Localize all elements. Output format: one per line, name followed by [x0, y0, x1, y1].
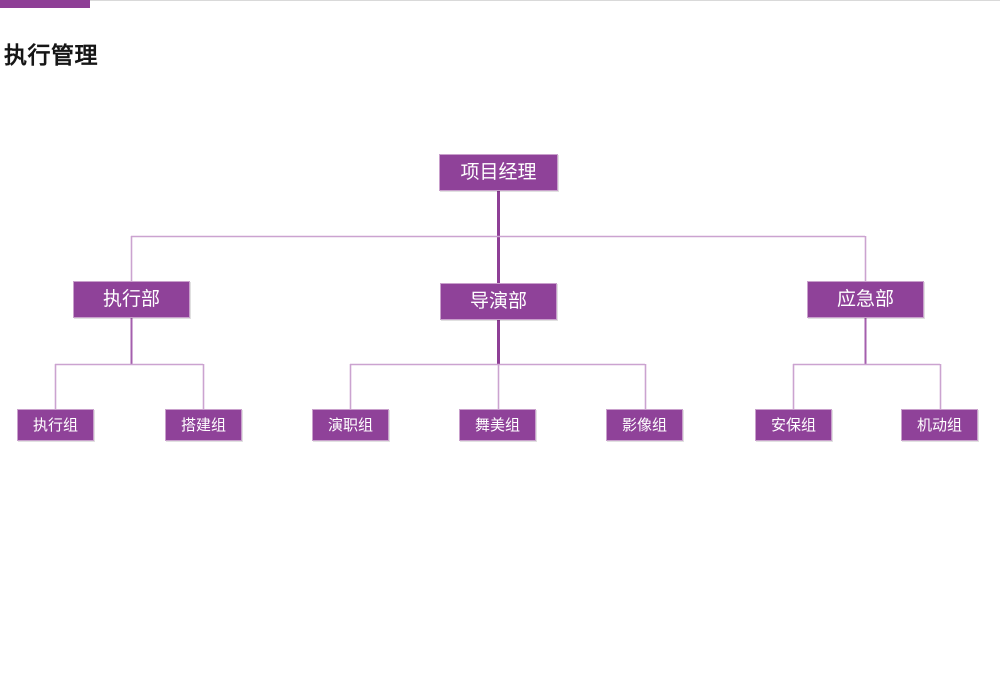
- org-node-label: 舞美组: [474, 415, 520, 434]
- org-node-label: 执行组: [32, 415, 78, 434]
- org-node-project-manager[interactable]: 项目经理: [439, 154, 558, 191]
- org-node-imaging-team[interactable]: 影像组: [606, 409, 683, 441]
- org-node-label: 机动组: [916, 415, 962, 434]
- header-divider: [0, 0, 1000, 1]
- org-node-director-dept[interactable]: 导演部: [440, 283, 557, 320]
- org-node-label: 安保组: [770, 415, 816, 434]
- org-node-stage-design-team[interactable]: 舞美组: [459, 409, 536, 441]
- org-node-cast-team[interactable]: 演职组: [312, 409, 389, 441]
- page-title: 执行管理: [4, 43, 98, 70]
- org-node-label: 影像组: [621, 415, 667, 434]
- org-node-execution-dept[interactable]: 执行部: [73, 281, 190, 318]
- org-node-mobile-team[interactable]: 机动组: [901, 409, 978, 441]
- org-node-label: 搭建组: [180, 415, 226, 434]
- org-node-label: 执行部: [102, 288, 160, 310]
- org-node-label: 演职组: [327, 415, 373, 434]
- org-node-emergency-dept[interactable]: 应急部: [807, 281, 924, 318]
- org-node-label: 应急部: [836, 288, 894, 310]
- org-node-label: 项目经理: [460, 161, 537, 183]
- org-node-construction-team[interactable]: 搭建组: [165, 409, 242, 441]
- org-node-execution-team[interactable]: 执行组: [17, 409, 94, 441]
- org-node-security-team[interactable]: 安保组: [755, 409, 832, 441]
- header-accent-bar: [0, 0, 90, 8]
- org-node-label: 导演部: [469, 290, 527, 312]
